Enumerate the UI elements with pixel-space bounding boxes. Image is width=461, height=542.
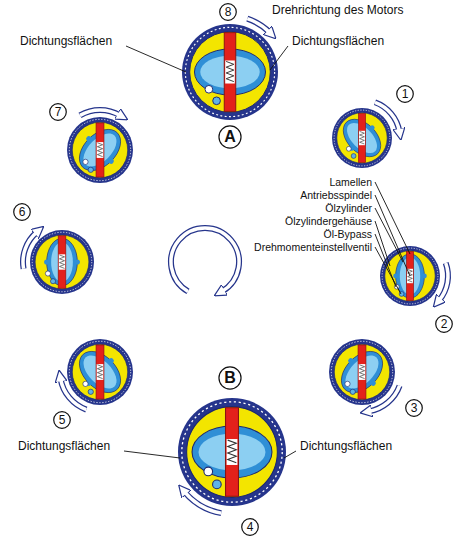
callout-circle: 7 [49,103,67,121]
label-holder: Dichtungsflächen [292,35,384,49]
label-holder: Drehmomenteinstellventil [254,241,372,253]
part-label: Öl-Bypass [324,228,372,240]
callout-number: 4 [247,521,254,533]
callout-circle: A [218,125,242,149]
callout-number: 7 [55,106,62,118]
cylinder-wheel [178,398,286,506]
cylinder-wheel [332,108,392,168]
label-holder: Drehrichtung des Motors [272,4,403,18]
label-holder: Ölzylinder [325,202,372,214]
annotation-label: Dichtungsflächen [292,35,384,49]
callout-circle: 5 [53,411,71,429]
callout-circle: 3 [405,399,423,417]
part-label: Ölzylinder [325,202,372,214]
label-holder: Antriebsspindel [300,189,372,201]
part-label: Ölzylindergehäuse [285,215,372,227]
rotation-arrows [23,19,448,513]
annotation-label: Drehrichtung des Motors [272,4,403,18]
callout-circle: 4 [241,518,259,536]
label-holder: Öl-Bypass [324,228,372,240]
part-label: Drehmomenteinstellventil [254,241,372,253]
callout-circle: 8 [219,3,237,21]
callout-number: A [224,129,236,145]
cylinder-wheel [182,24,278,120]
callout-number: 2 [441,318,448,330]
callout-number: 6 [19,206,26,218]
callout-circle: 6 [13,203,31,221]
label-holder: Dichtungsflächen [20,35,112,49]
label-holder: Dichtungsflächen [300,440,392,454]
label-holder: Lamellen [329,176,372,188]
callout-number: 3 [411,402,418,414]
cylinder-wheel [67,117,133,183]
annotation-label: Dichtungsflächen [18,440,110,454]
annotation-label: Dichtungsflächen [300,440,392,454]
label-holder: Dichtungsflächen [18,440,110,454]
leader-lines [124,46,410,458]
label-holder: Ölzylindergehäuse [285,215,372,227]
callout-number: B [224,370,236,386]
callout-circle: B [218,366,242,390]
cylinder-wheel [30,230,94,294]
cylinder-wheel [329,339,395,405]
callout-number: 1 [402,88,409,100]
cylinder-wheel [67,339,133,405]
callout-circle: 2 [435,315,453,333]
callout-number: 8 [225,6,232,18]
part-label: Antriebsspindel [300,189,372,201]
callout-number: 5 [59,414,66,426]
callout-circle: 1 [396,85,414,103]
part-label: Lamellen [329,176,372,188]
annotation-label: Dichtungsflächen [20,35,112,49]
